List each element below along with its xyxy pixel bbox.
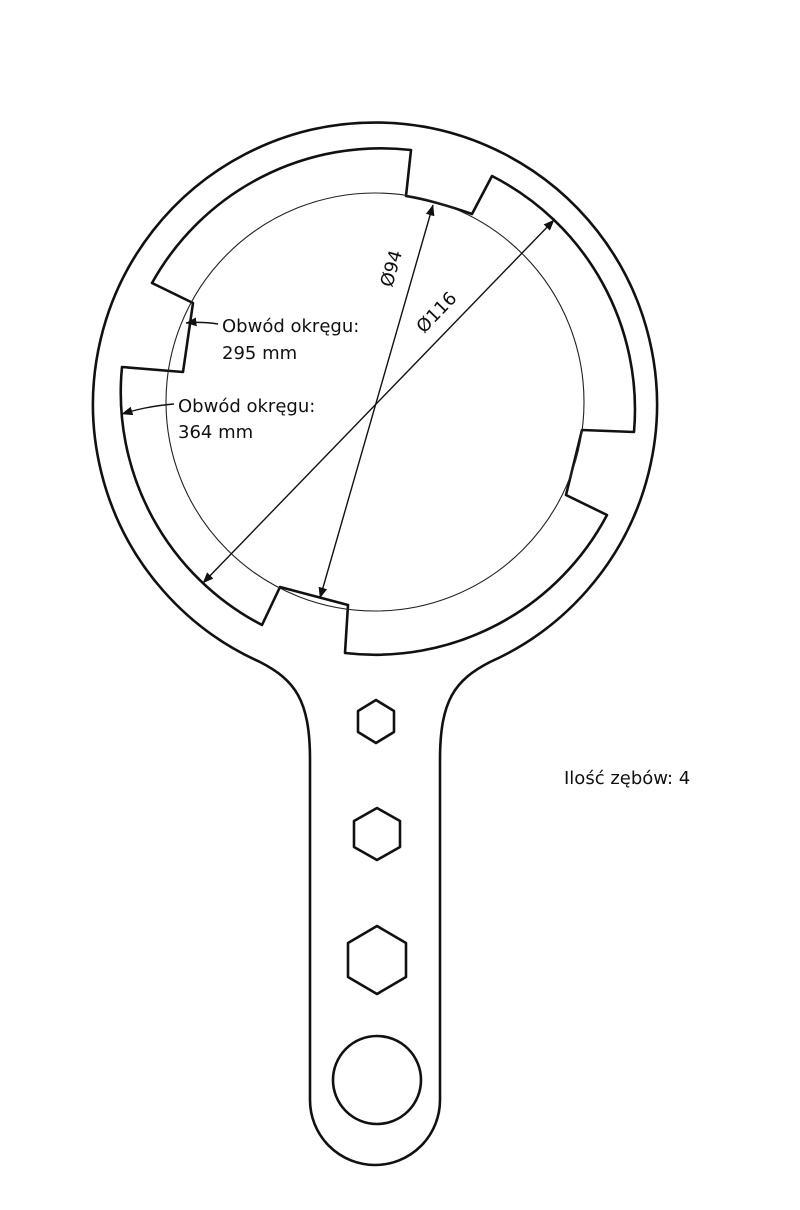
diameter-94-label: Ø94 <box>377 248 407 289</box>
dimension-line-116 <box>202 219 555 584</box>
hex-hole-large <box>346 924 408 996</box>
hex-hole-small <box>356 698 396 745</box>
circumference-inner-line2: 295 mm <box>222 343 297 364</box>
circumference-outer-line1: Obwód okręgu: <box>178 396 315 417</box>
round-hole <box>331 1034 423 1126</box>
leader-circumference-inner <box>185 317 219 327</box>
circumference-outer-line2: 364 mm <box>178 422 253 443</box>
tooth-tip-circle <box>165 192 585 612</box>
diameter-116-label: Ø116 <box>412 288 461 337</box>
teeth-count-label: Ilość zębów: 4 <box>564 768 690 789</box>
hex-hole-medium <box>352 806 402 862</box>
dimension-line-94 <box>318 204 435 599</box>
inner-opening-with-teeth <box>119 146 637 657</box>
circumference-inner-line1: Obwód okręgu: <box>222 316 359 337</box>
leader-circumference-outer <box>121 403 175 416</box>
wrench-body-outline <box>91 121 659 1167</box>
